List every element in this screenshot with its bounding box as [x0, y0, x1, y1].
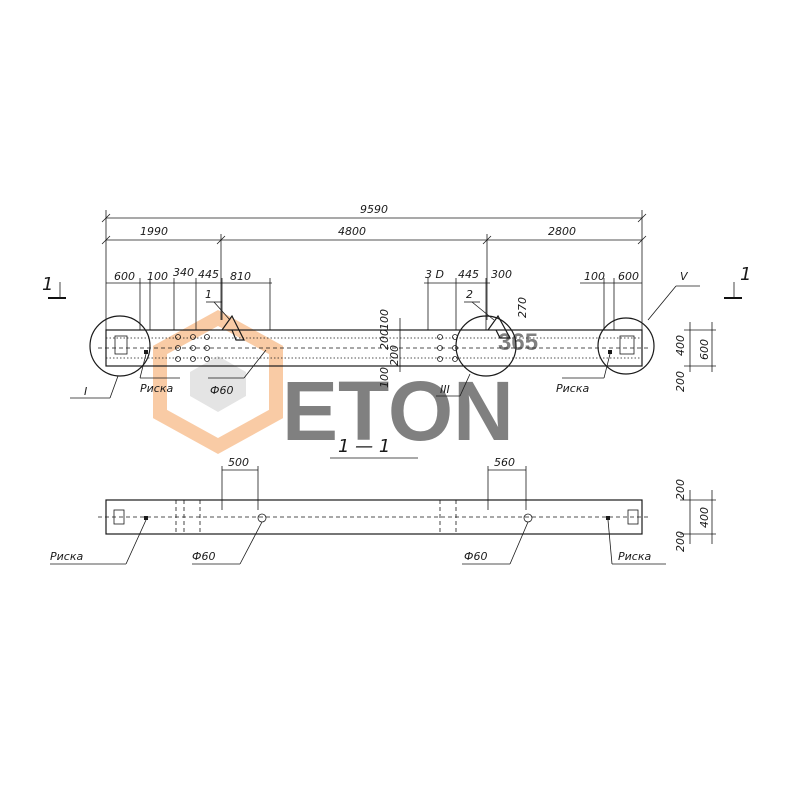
plan-view: 9590 1990 4800 2800 600 100 340 445 810 …: [42, 203, 751, 399]
detail-circle-III: [455, 315, 517, 377]
section-mark-right: 1: [740, 264, 751, 285]
section-vdim-200-top: 200: [674, 479, 687, 500]
callout-1: 1: [205, 288, 212, 301]
watermark-hexagon-inner: [190, 356, 246, 412]
section-vdim-400: 400: [698, 507, 711, 528]
plan-label-phi60: Ф60: [210, 384, 233, 397]
dim-100-left: 100: [147, 270, 168, 283]
dim-600-left: 600: [114, 270, 135, 283]
detail-circle-I: [89, 315, 151, 377]
dim-270: 270: [516, 297, 529, 318]
detail-label-III: III: [440, 383, 450, 396]
section-label-phi60-left: Ф60: [192, 550, 215, 563]
vdim-200-b: 200: [388, 345, 401, 366]
detail-label-I: I: [84, 385, 87, 398]
dim-total: 9590: [360, 203, 388, 216]
dim-left-span: 1990: [140, 225, 168, 238]
section-vdim-200-bottom: 200: [674, 531, 687, 552]
dim-300: 300: [491, 268, 512, 281]
dim-600-right: 600: [618, 270, 639, 283]
dim-810: 810: [230, 270, 251, 283]
section-view: 1 — 1 500 560 200 400 200 Риска: [50, 436, 716, 565]
section-label-phi60-right: Ф60: [464, 550, 487, 563]
dim-500: 500: [228, 456, 249, 469]
dim-560: 560: [494, 456, 515, 469]
dim-445-left: 445: [198, 268, 219, 281]
dim-3d: 3 D: [425, 268, 444, 281]
vdim-200-right: 200: [674, 371, 687, 392]
detail-circle-V: [597, 317, 655, 375]
plan-label-riska-left: Риска: [140, 382, 173, 395]
watermark-small-text: 365: [498, 329, 538, 356]
hole-group-right: [437, 334, 458, 362]
dim-middle-span: 4800: [338, 225, 366, 238]
dim-right-span: 2800: [548, 225, 576, 238]
vdim-600-right: 600: [698, 339, 711, 360]
watermark: ETON 365: [153, 310, 538, 458]
vdim-400-right: 400: [674, 335, 687, 356]
watermark-text: ETON: [282, 364, 514, 458]
vdim-100-b: 100: [378, 367, 391, 388]
vdim-100-a: 100: [378, 309, 391, 330]
dim-445-right: 445: [458, 268, 479, 281]
dim-100-right: 100: [584, 270, 605, 283]
lifting-loop-1: [221, 314, 245, 341]
vdim-200-a: 200: [378, 329, 391, 350]
watermark-hexagon-logo: [153, 310, 283, 454]
lifting-loop-2: [487, 314, 512, 339]
callout-2: 2: [466, 288, 473, 301]
plan-label-riska-right: Риска: [556, 382, 589, 395]
section-label-riska-left: Риска: [50, 550, 83, 563]
section-label-riska-right: Риска: [618, 550, 651, 563]
dim-340: 340: [173, 266, 194, 279]
section-mark-left: 1: [42, 274, 53, 295]
section-title: 1 — 1: [338, 436, 390, 457]
hole-group-left: [175, 334, 210, 362]
detail-label-V: V: [680, 270, 689, 283]
